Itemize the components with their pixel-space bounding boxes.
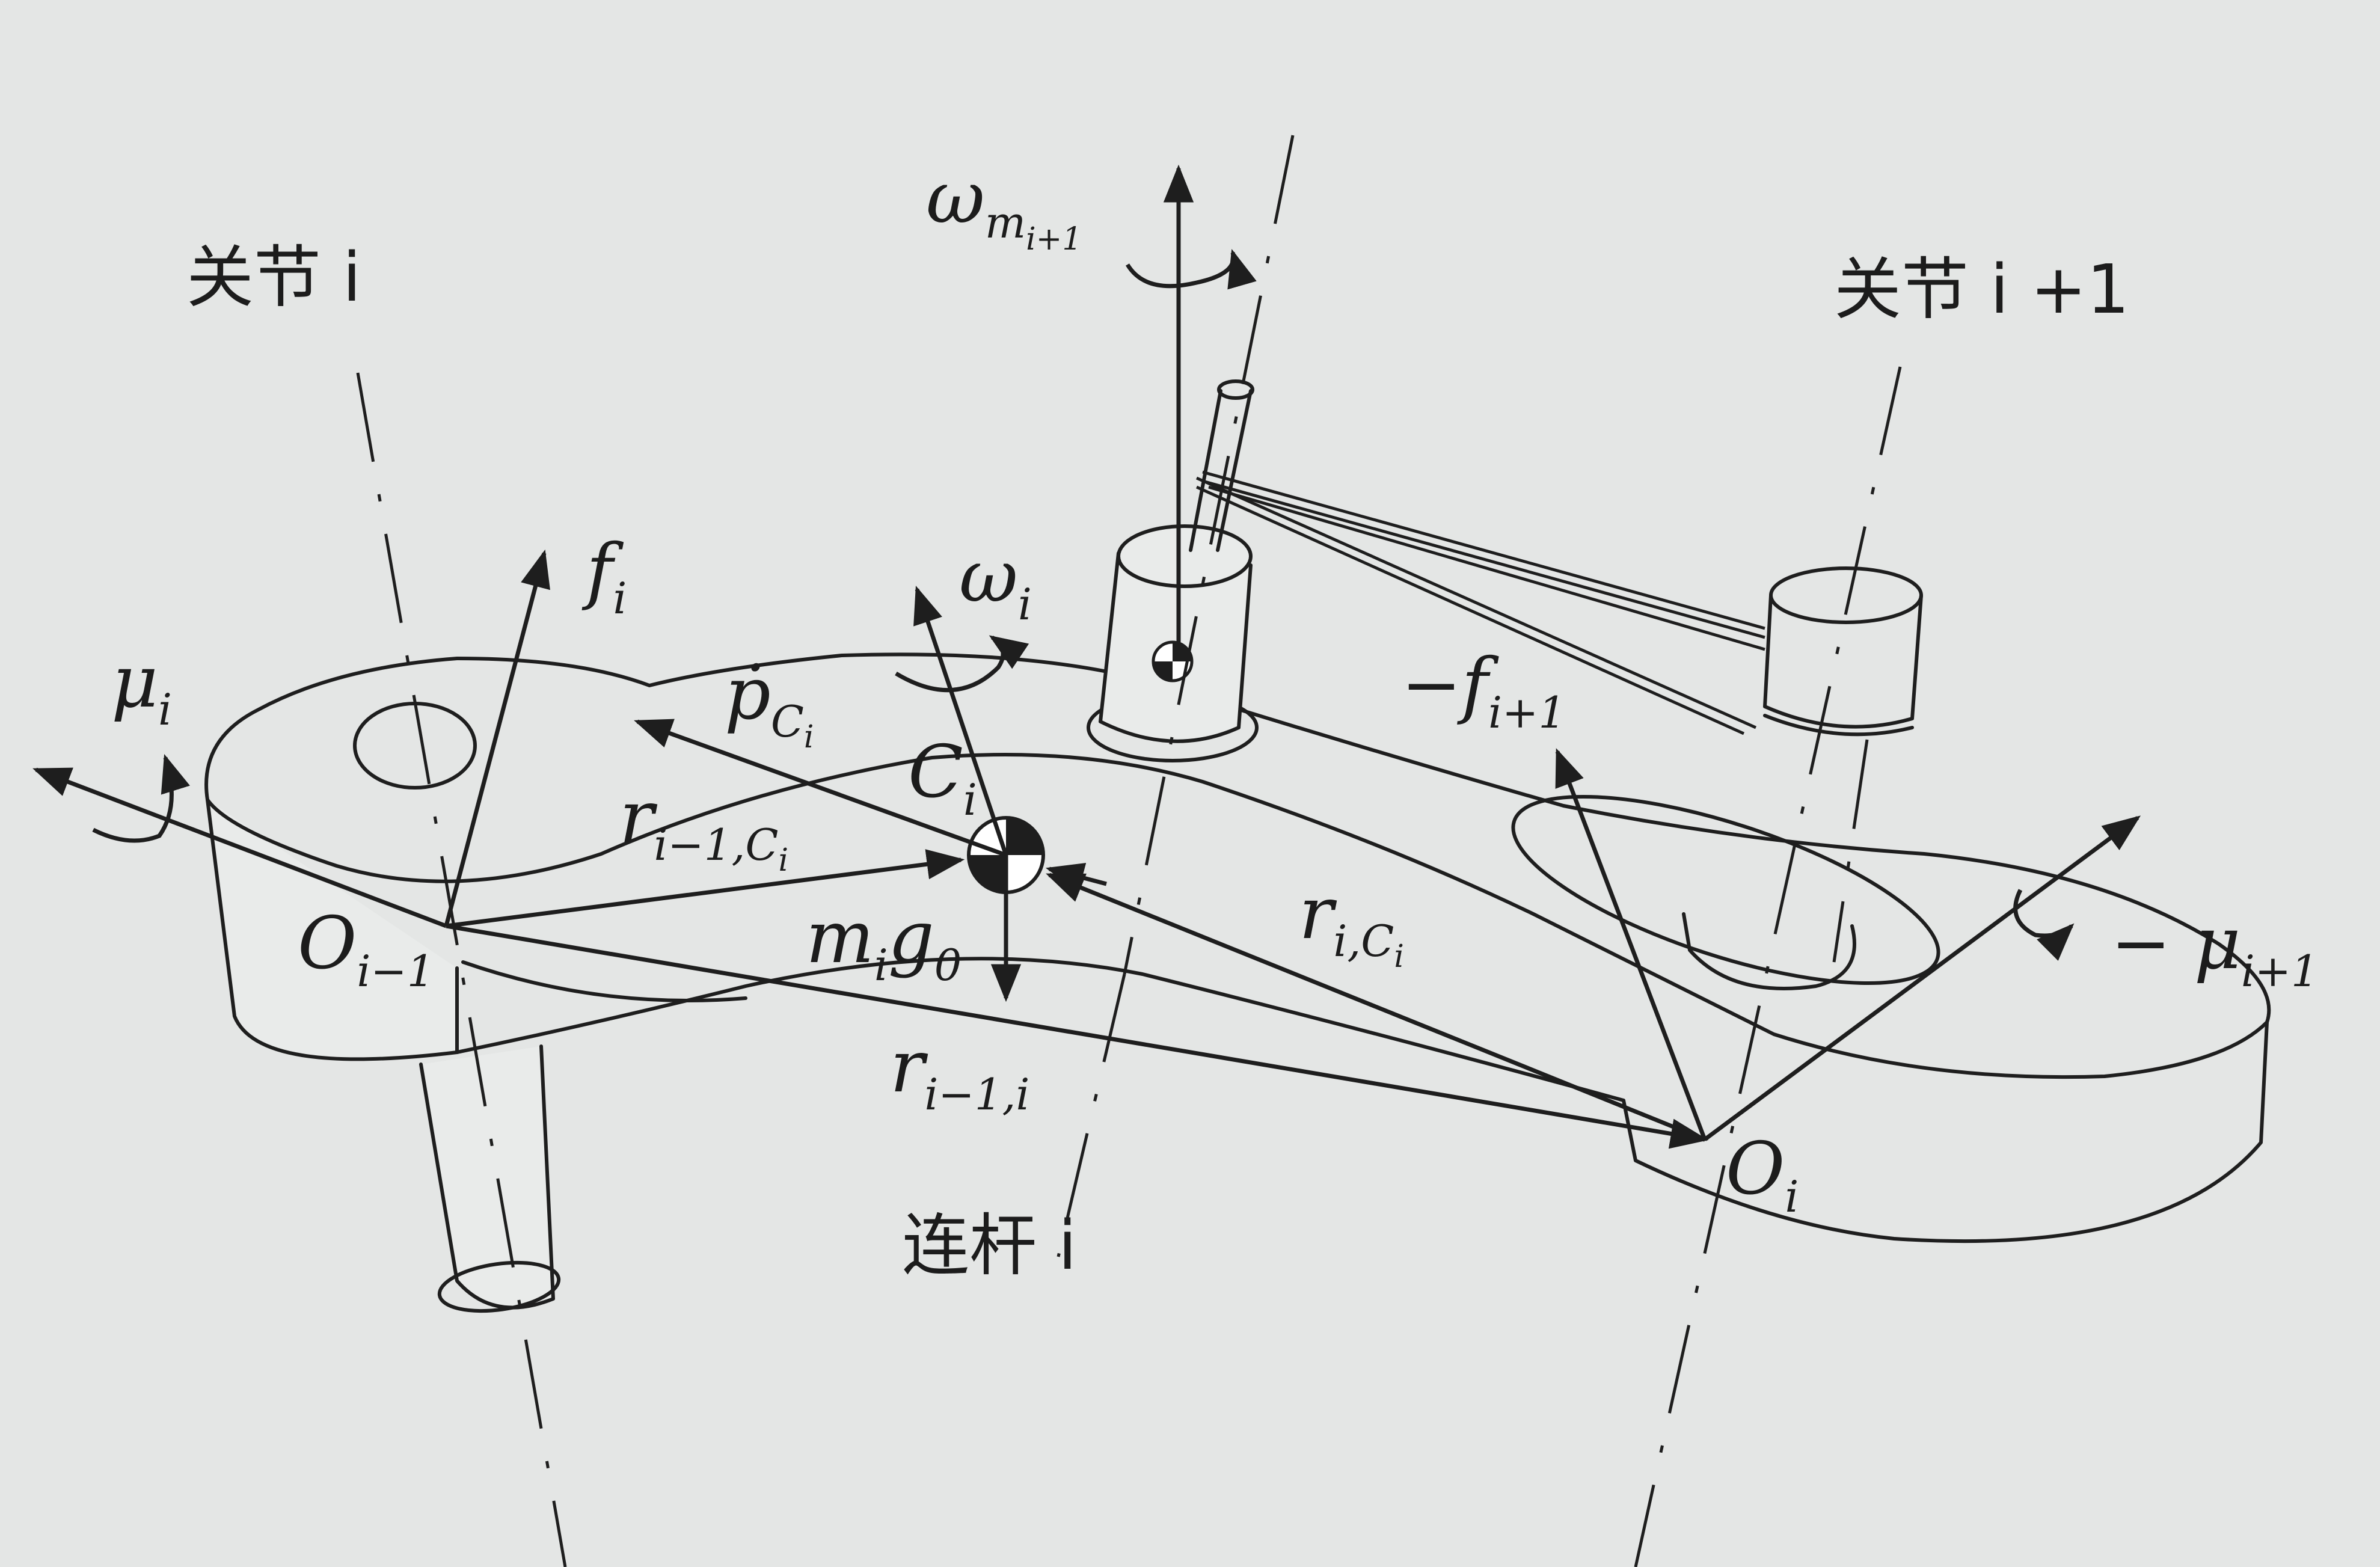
r-im1-i-label: ri−1,i [890, 1025, 1029, 1120]
o-i-label: Oi [1726, 1127, 1799, 1222]
link-i-label: 连杆 i [902, 1207, 1077, 1285]
ci-label: Ci [908, 731, 977, 825]
neg-mu-i1-label: − μi+1 [2111, 902, 2319, 996]
r-i-ci-label: ri,Ci [1299, 872, 1404, 975]
belt [1195, 470, 1765, 735]
joint-axes [356, 135, 1902, 1567]
mu-i-label: μi [111, 640, 172, 735]
rotation-arcs [92, 248, 2075, 961]
pulley [1763, 566, 1923, 737]
neg-f-i1-label: −fi+1 [1401, 643, 1566, 738]
joint-i1-label: 关节 i +1 [1834, 251, 2129, 329]
omega-i-label: ωi [959, 535, 1032, 630]
joint-i-shaft [419, 1044, 561, 1313]
joint-i-label: 关节 i [186, 239, 361, 317]
link-body [204, 652, 2271, 1243]
o-im1-label: Oi−1 [298, 902, 435, 996]
vectors [32, 164, 2141, 1149]
joint-i1-recess [1511, 795, 1940, 990]
omega-m-label: ωmi+1 [926, 156, 1082, 257]
labels: 关节 i 关节 i +1 连杆 i μi fi ṗCi ωi ωmi+1 Ci … [111, 156, 2319, 1285]
r-im1-ci-label: ri−1,Ci [619, 776, 788, 879]
p-dot-ci-label: ṗCi [725, 652, 814, 755]
mi-g0-label: mig0 [806, 896, 962, 990]
